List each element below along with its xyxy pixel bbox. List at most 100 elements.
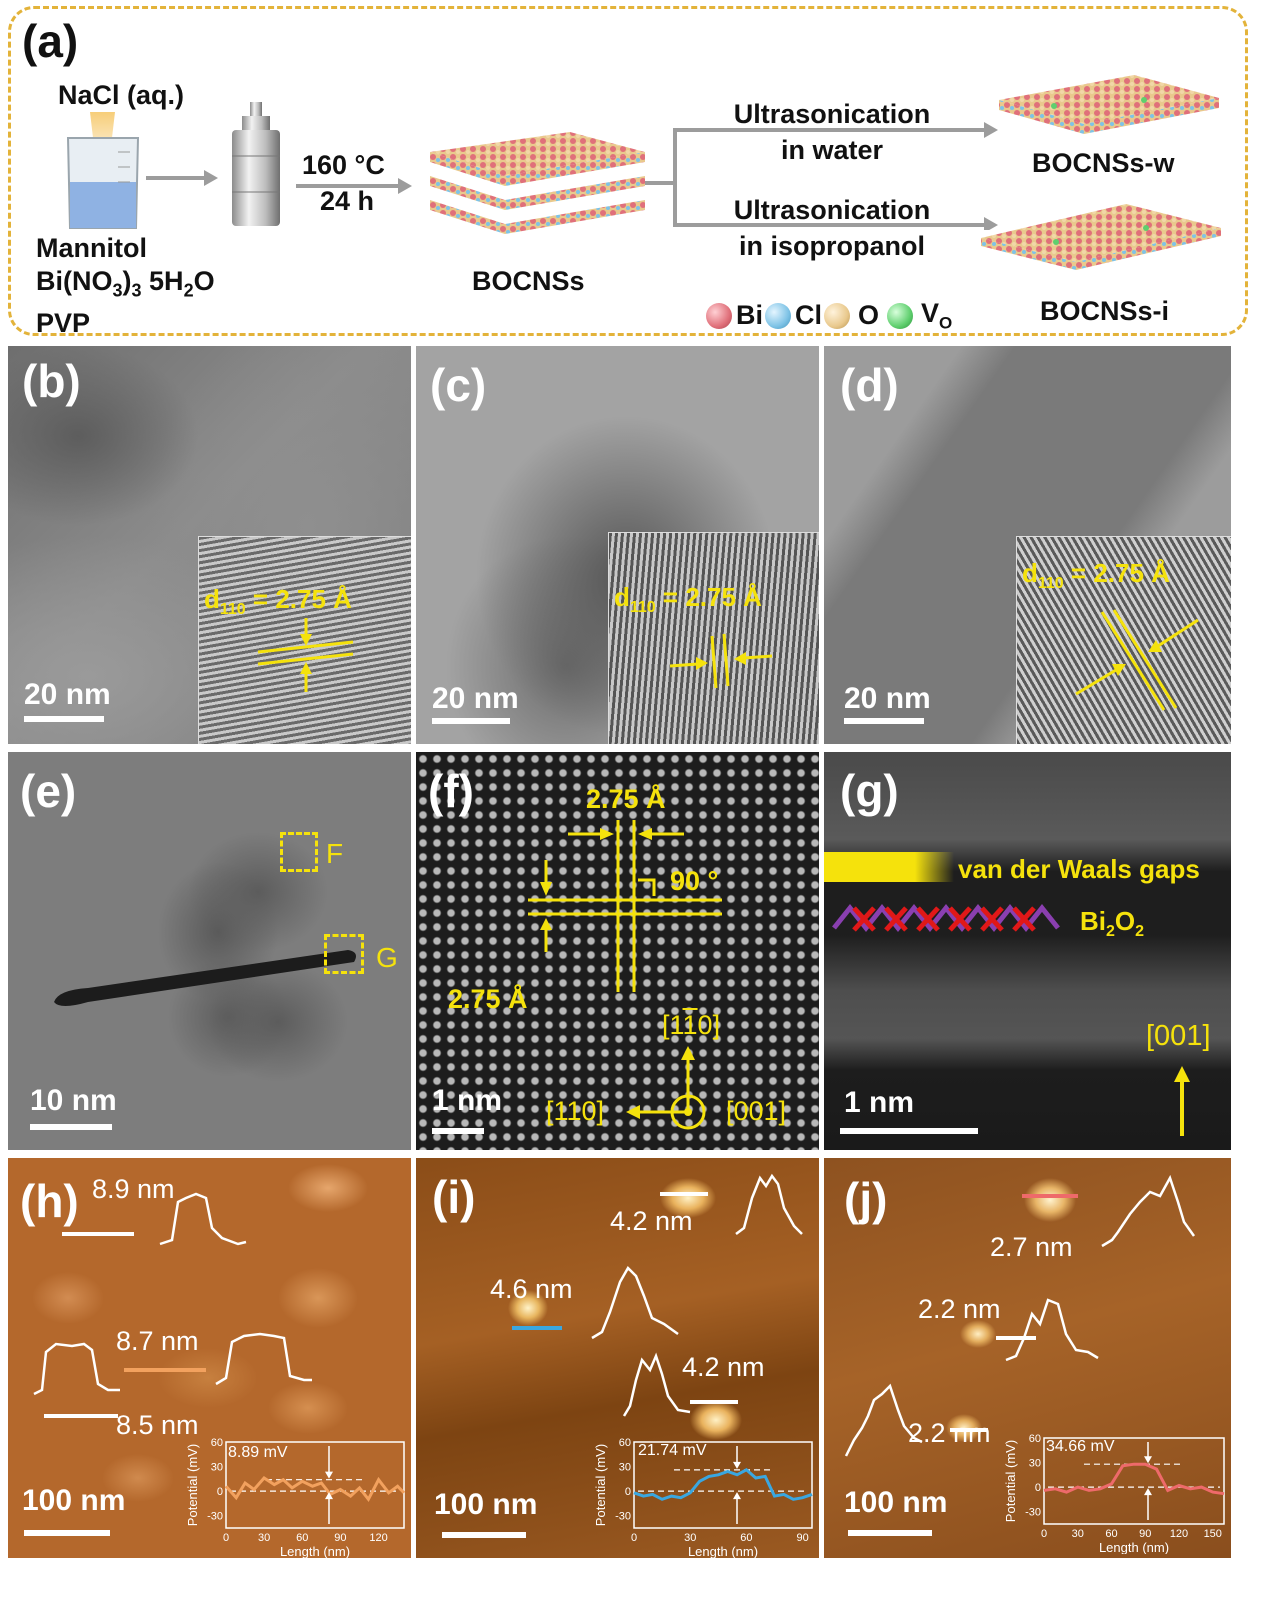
y-axis-label: Potential (mV) — [593, 1444, 608, 1526]
panel-f-dir-right: [001] — [726, 1096, 787, 1126]
panel-f-scale-bar — [432, 1128, 484, 1134]
y-tick-label: 30 — [619, 1462, 631, 1474]
y-tick-label: 0 — [1035, 1482, 1041, 1494]
panel-f-spacing-top: 2.75 Å — [586, 784, 666, 814]
i-height-2: 4.6 nm — [490, 1274, 573, 1304]
x-tick-label: 30 — [258, 1532, 270, 1544]
y-tick-label: 0 — [217, 1486, 223, 1498]
panel-e-label: (e) — [20, 765, 77, 817]
j-height-1: 2.7 nm — [990, 1232, 1073, 1262]
panel-f: 2.75 Å 2.75 Å 90 ° [110] [110] [001] (f)… — [416, 752, 819, 1150]
j-profile-2 — [1005, 1298, 1099, 1362]
panel-c-d-spacing: d110 = 2.75 Å — [614, 582, 762, 617]
panel-i-scale-text: 100 nm — [434, 1488, 538, 1521]
o-atom-icon — [824, 302, 850, 329]
box-g-icon — [324, 934, 364, 974]
x-tick-label: 120 — [1170, 1528, 1188, 1540]
y-tick-label: -30 — [207, 1511, 223, 1523]
panel-b-scale-bar — [24, 716, 104, 722]
j-line-3 — [950, 1428, 988, 1432]
x-axis-label: Length (nm) — [280, 1544, 350, 1558]
bocnss-i-label: BOCNSs-i — [1040, 296, 1170, 326]
panel-f-lattice-marker — [528, 820, 722, 1130]
panel-d-inset — [1016, 536, 1231, 744]
h-height-1: 8.9 nm — [92, 1174, 175, 1204]
panel-a-label: (a) — [22, 15, 79, 67]
panel-j-scale-text: 100 nm — [844, 1486, 948, 1519]
bocnss-i-stack-icon — [981, 204, 1221, 270]
panel-c: d110 = 2.75 Å (c) 20 nm — [416, 346, 819, 744]
x-tick-label: 60 — [740, 1532, 752, 1544]
panel-g-label: (g) — [840, 765, 899, 817]
x-tick-label: 60 — [1105, 1528, 1117, 1540]
x-tick-label: 30 — [684, 1532, 696, 1544]
x-tick-label: 120 — [369, 1532, 387, 1544]
panel-b-scale-text: 20 nm — [24, 678, 111, 711]
h-line-3 — [44, 1414, 118, 1418]
panel-d: d110 = 2.75 Å (d) 20 nm — [824, 346, 1231, 744]
y-tick-label: 60 — [211, 1437, 223, 1449]
h-height-3: 8.5 nm — [116, 1410, 199, 1440]
j-profile-3 — [844, 1383, 923, 1457]
x-tick-label: 90 — [1139, 1528, 1151, 1540]
potential-series-line — [633, 1467, 813, 1501]
bocnss-w-stack-icon — [999, 75, 1219, 134]
y-tick-label: 60 — [619, 1437, 631, 1449]
panel-f-scale-text: 1 nm — [432, 1084, 503, 1117]
vdw-gap-bar — [824, 852, 954, 882]
i-line-3 — [690, 1400, 738, 1404]
panel-h-scale-text: 100 nm — [22, 1484, 126, 1517]
h-profile-2 — [215, 1332, 312, 1386]
beaker-icon — [66, 112, 140, 229]
panel-e-scale-bar — [30, 1124, 112, 1130]
h-height-2: 8.7 nm — [116, 1326, 199, 1356]
plot-frame — [225, 1441, 405, 1529]
diff-arrowhead-top — [325, 1471, 333, 1479]
bocnss-stack-icon — [430, 132, 645, 234]
x-tick-label: 150 — [1204, 1528, 1222, 1540]
panel-c-scale-text: 20 nm — [432, 682, 519, 715]
panel-c-label: (c) — [430, 359, 487, 411]
potential-series-line — [224, 1476, 406, 1503]
j-line-2 — [996, 1336, 1036, 1340]
potential-series-line — [1043, 1462, 1225, 1496]
y-axis-label: Potential (mV) — [185, 1444, 200, 1526]
y-tick-label: -30 — [1025, 1507, 1041, 1519]
panel-h-scale-bar — [24, 1530, 110, 1536]
panel-e: F G (e) 10 nm — [8, 752, 411, 1150]
j-profile-1 — [1101, 1174, 1196, 1248]
box-f-icon — [280, 832, 318, 872]
x-tick-label: 30 — [1072, 1528, 1084, 1540]
condition-time: 24 h — [320, 186, 375, 216]
panel-b-lattice-marker — [257, 618, 354, 692]
autoclave-icon — [232, 102, 280, 226]
i-profile-2 — [591, 1265, 679, 1340]
atom-legend: Bi Cl O VO — [706, 298, 952, 333]
vdw-gap-label: van der Waals gaps — [958, 854, 1200, 884]
y-tick-label: 30 — [211, 1462, 223, 1474]
panel-b: d110 = 2.75 Å (b) 20 nm — [8, 346, 411, 744]
panel-i-scale-bar — [442, 1532, 526, 1538]
i-profile-3 — [622, 1352, 691, 1417]
process-arrows — [146, 122, 998, 230]
panel-f-angle: 90 ° — [670, 866, 719, 896]
i-height-3: 4.2 nm — [682, 1352, 765, 1382]
j-height-2: 2.2 nm — [918, 1294, 1001, 1324]
panel-g-dir-arrow — [1174, 1066, 1190, 1136]
diff-arrowhead-top — [1144, 1456, 1152, 1464]
bi2o2-label: Bi2O2 — [1080, 906, 1145, 941]
plot-frame — [633, 1441, 813, 1529]
y-tick-label: 60 — [1029, 1433, 1041, 1445]
y-tick-label: 30 — [1029, 1458, 1041, 1470]
x-axis-label: Length (nm) — [1099, 1540, 1169, 1554]
plot-frame — [1043, 1437, 1225, 1525]
panel-d-scale-text: 20 nm — [844, 682, 931, 715]
condition-temp: 160 °C — [302, 150, 385, 180]
